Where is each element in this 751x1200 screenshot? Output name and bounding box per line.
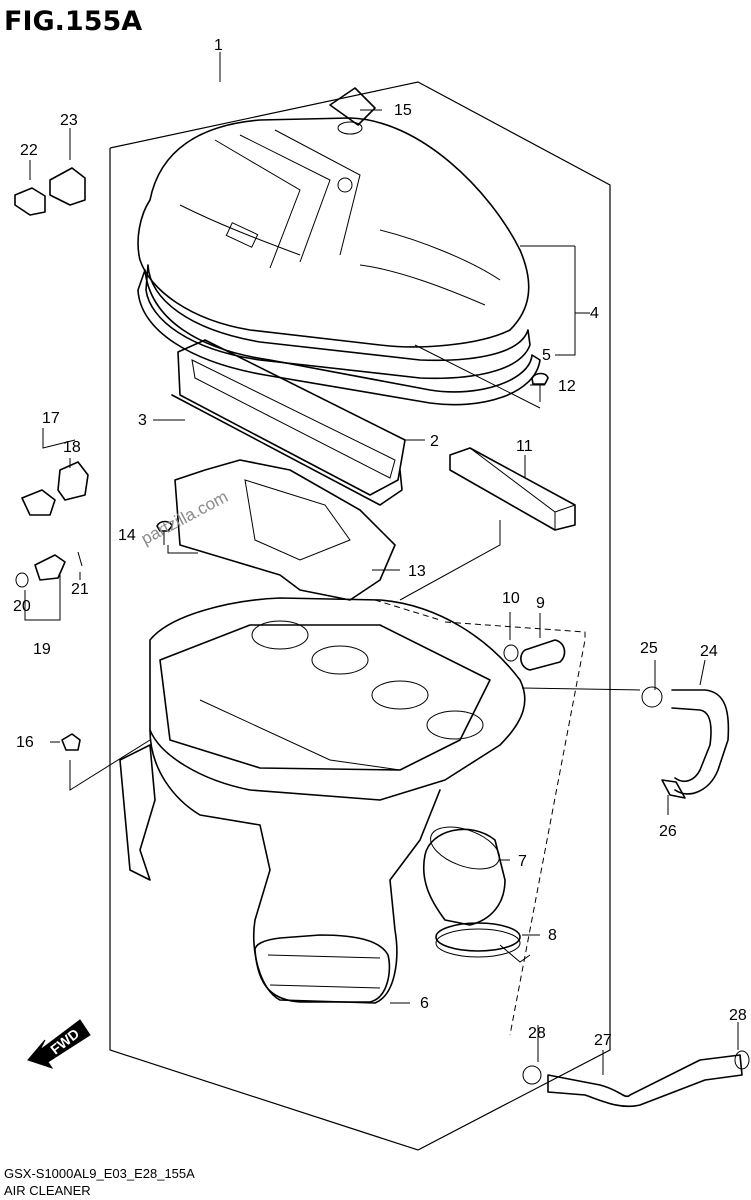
reference-lines: [374, 599, 586, 1036]
valve-19: [15, 551, 83, 588]
callout-27: 27: [594, 1032, 612, 1049]
element-frame: [171, 339, 406, 506]
screw-12: [531, 372, 549, 402]
callout-8: 8: [548, 927, 557, 944]
callout-13: 13: [408, 563, 426, 580]
intake-boot: [422, 826, 506, 926]
boot-clamp: [435, 922, 531, 963]
bolt-16: [61, 733, 81, 751]
callout-7: 7: [518, 853, 527, 870]
callout-21: 21: [71, 581, 89, 598]
callout-23: 23: [60, 112, 78, 129]
cover-seal: [137, 269, 541, 406]
screw-14: [156, 520, 173, 545]
sensor-17: [21, 461, 89, 516]
callout-2: 2: [430, 433, 439, 450]
callout-24: 24: [700, 643, 718, 660]
callout-3: 3: [138, 412, 147, 429]
leader-lines: [24, 52, 739, 1075]
callout-4: 4: [590, 305, 599, 322]
callout-9: 9: [536, 595, 545, 612]
figure-title: FIG.155A: [4, 6, 142, 37]
callout-11: 11: [516, 438, 533, 455]
clip-22: [14, 187, 46, 216]
callout-17: 17: [42, 410, 60, 427]
callout-18: 18: [63, 439, 81, 456]
callout-20: 20: [13, 598, 31, 615]
air-cleaner-cover: [137, 117, 531, 380]
bracket-23: [49, 167, 86, 206]
fwd-arrow: FWD: [27, 1019, 91, 1069]
callout-25: 25: [640, 640, 658, 657]
watermark: partzilla.com: [138, 487, 231, 549]
callout-26: 26: [659, 823, 677, 840]
callout-14: 14: [118, 527, 136, 544]
callout-1: 1: [214, 37, 223, 54]
assembly-frame: [109, 81, 611, 1151]
callout-6: 6: [420, 995, 429, 1012]
air-cleaner-element: [449, 447, 576, 531]
drain-plug: [503, 639, 566, 671]
callout-28b: 28: [729, 1007, 747, 1024]
callout-10: 10: [502, 590, 520, 607]
callout-labels: 1 2 3 4 5 6 7 8 9 10 11 12 13 14 15 16 1…: [13, 37, 747, 1049]
drain-hose-lower: [522, 1050, 750, 1108]
callout-12: 12: [558, 378, 576, 395]
breather-hose-upper: [641, 686, 730, 799]
callout-15: 15: [394, 102, 412, 119]
intake-bracket: [174, 459, 396, 601]
cap-part-15: [329, 87, 376, 135]
model-code: GSX-S1000AL9_E03_E28_155A: [4, 1166, 195, 1181]
callout-22: 22: [20, 142, 38, 159]
callout-28a: 28: [528, 1025, 546, 1042]
callout-5: 5: [542, 347, 551, 364]
callout-16: 16: [16, 734, 34, 751]
callout-19: 19: [33, 641, 51, 658]
air-cleaner-case: [119, 597, 526, 1004]
section-name: AIR CLEANER: [4, 1183, 91, 1198]
